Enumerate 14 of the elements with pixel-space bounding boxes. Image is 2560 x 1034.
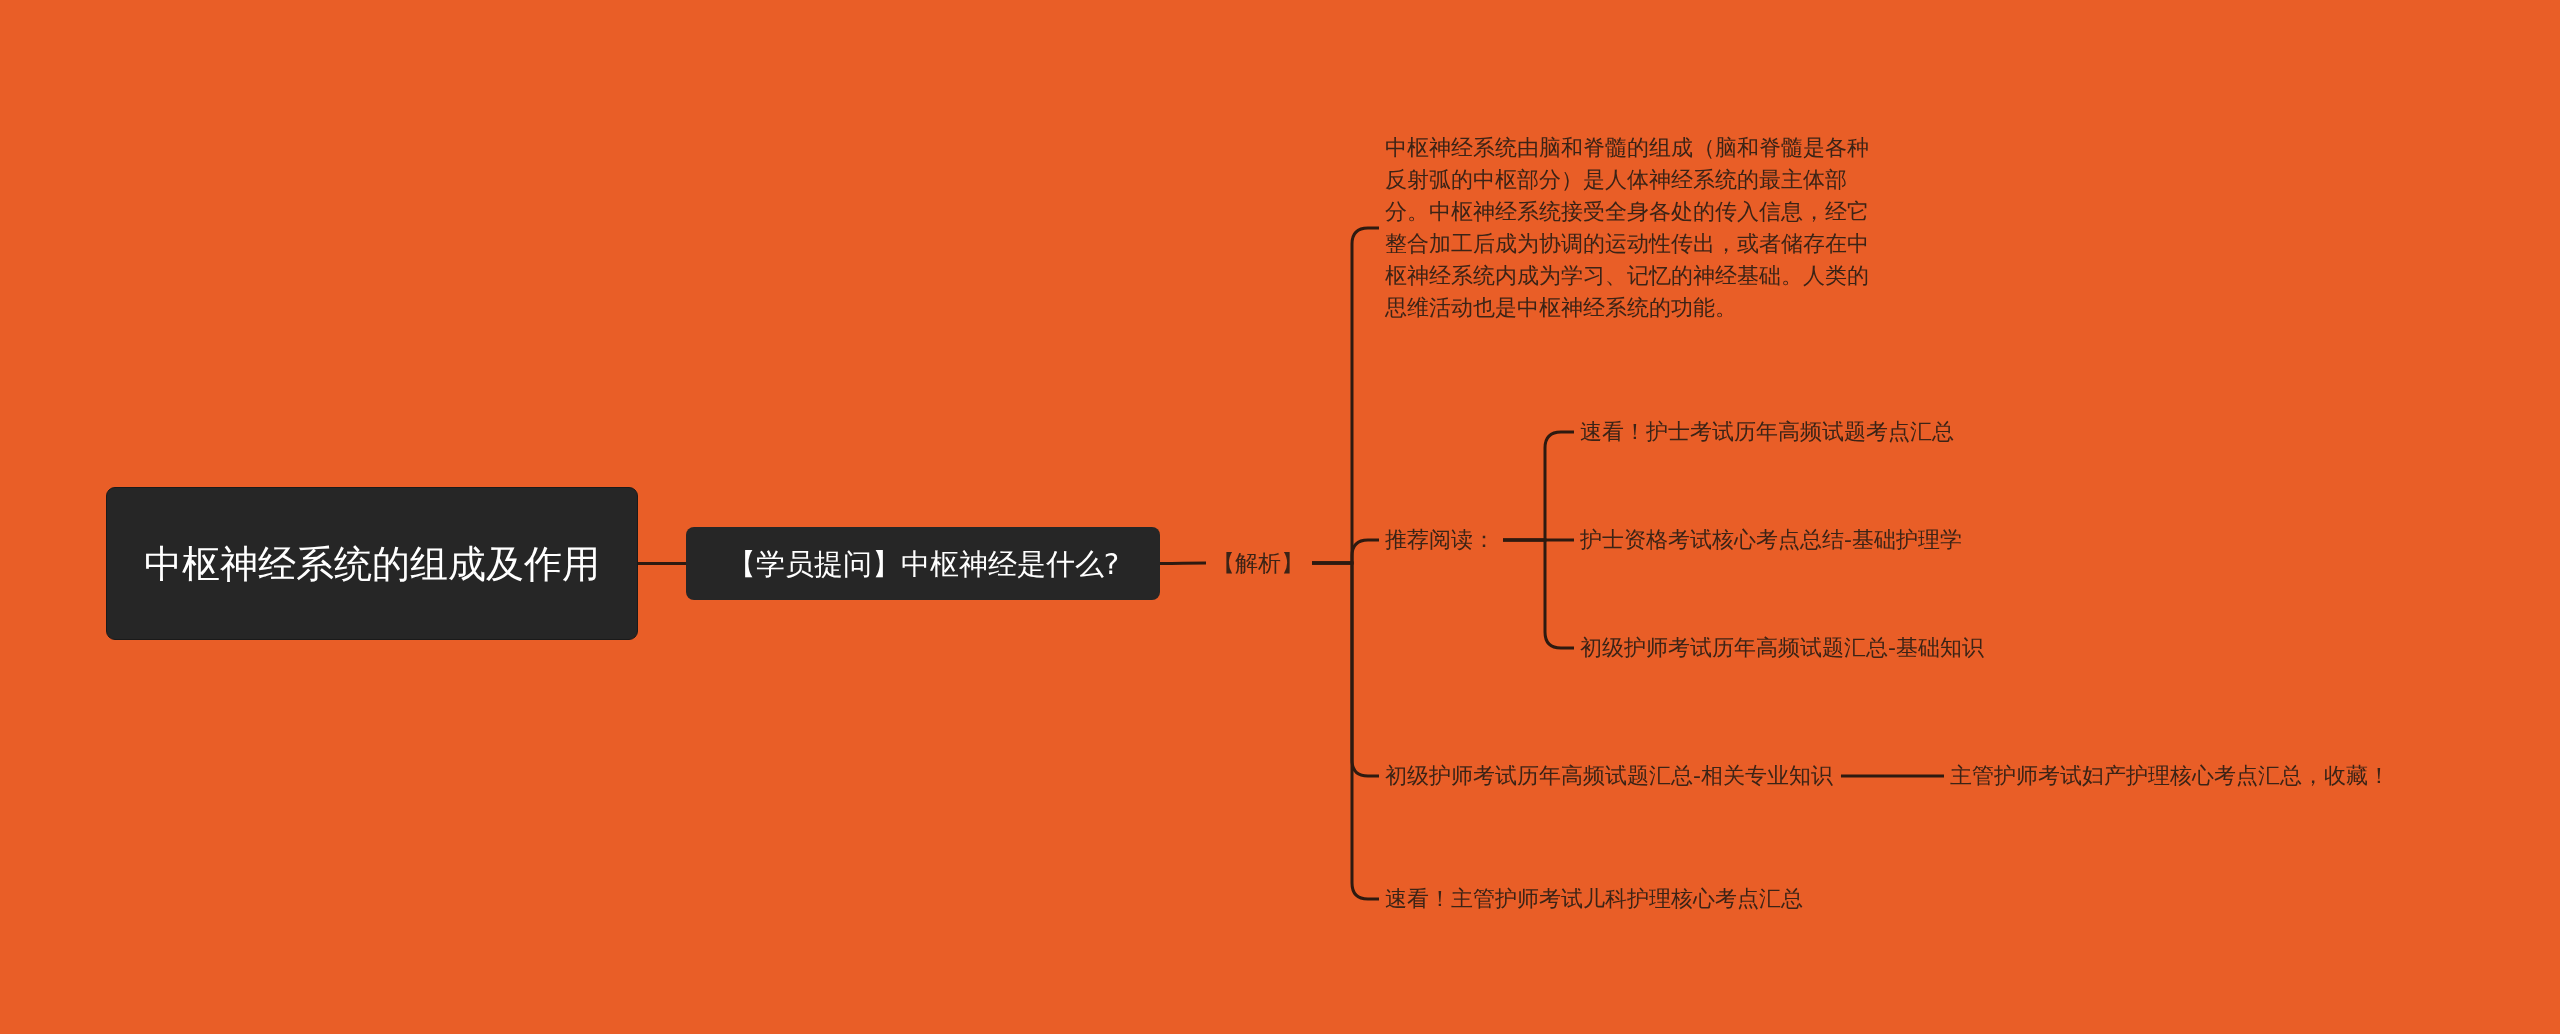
reading-link-text: 护士资格考试核心考点总结-基础护理学 bbox=[1580, 526, 1962, 554]
paragraph-text: 中枢神经系统由脑和脊髓的组成（脑和脊髓是各种反射弧的中枢部分）是人体神经系统的最主体部分。中枢神经系统接受全身各处的传入信息，经它整合加工后成为协调的运动性传出，或者储存在中枢神经系统内成为学习、记忆的神经基础。人类的思维活动也是中枢神经系统的功能。 bbox=[1385, 134, 1870, 322]
question-box: 【学员提问】中枢神经是什么? bbox=[686, 527, 1160, 600]
subtopic-label: 【解析】 bbox=[1212, 549, 1304, 578]
connector-line bbox=[638, 562, 686, 565]
subtopic-label: 推荐阅读： bbox=[1385, 526, 1495, 554]
connector-line bbox=[1840, 774, 1944, 778]
reading-link-text: 初级护师考试历年高频试题汇总-基础知识 bbox=[1580, 634, 1984, 662]
reading-link-text: 初级护师考试历年高频试题汇总-相关专业知识 bbox=[1385, 762, 1833, 790]
root-topic-box: 中枢神经系统的组成及作用 bbox=[106, 487, 638, 640]
reading-link-text: 速看！护士考试历年高频试题考点汇总 bbox=[1580, 418, 1954, 446]
connector-line bbox=[1160, 561, 1206, 565]
reading-link-text: 速看！主管护师考试儿科护理核心考点汇总 bbox=[1385, 885, 1803, 913]
reading-link-text: 主管护师考试妇产护理核心考点汇总，收藏！ bbox=[1950, 762, 2390, 790]
